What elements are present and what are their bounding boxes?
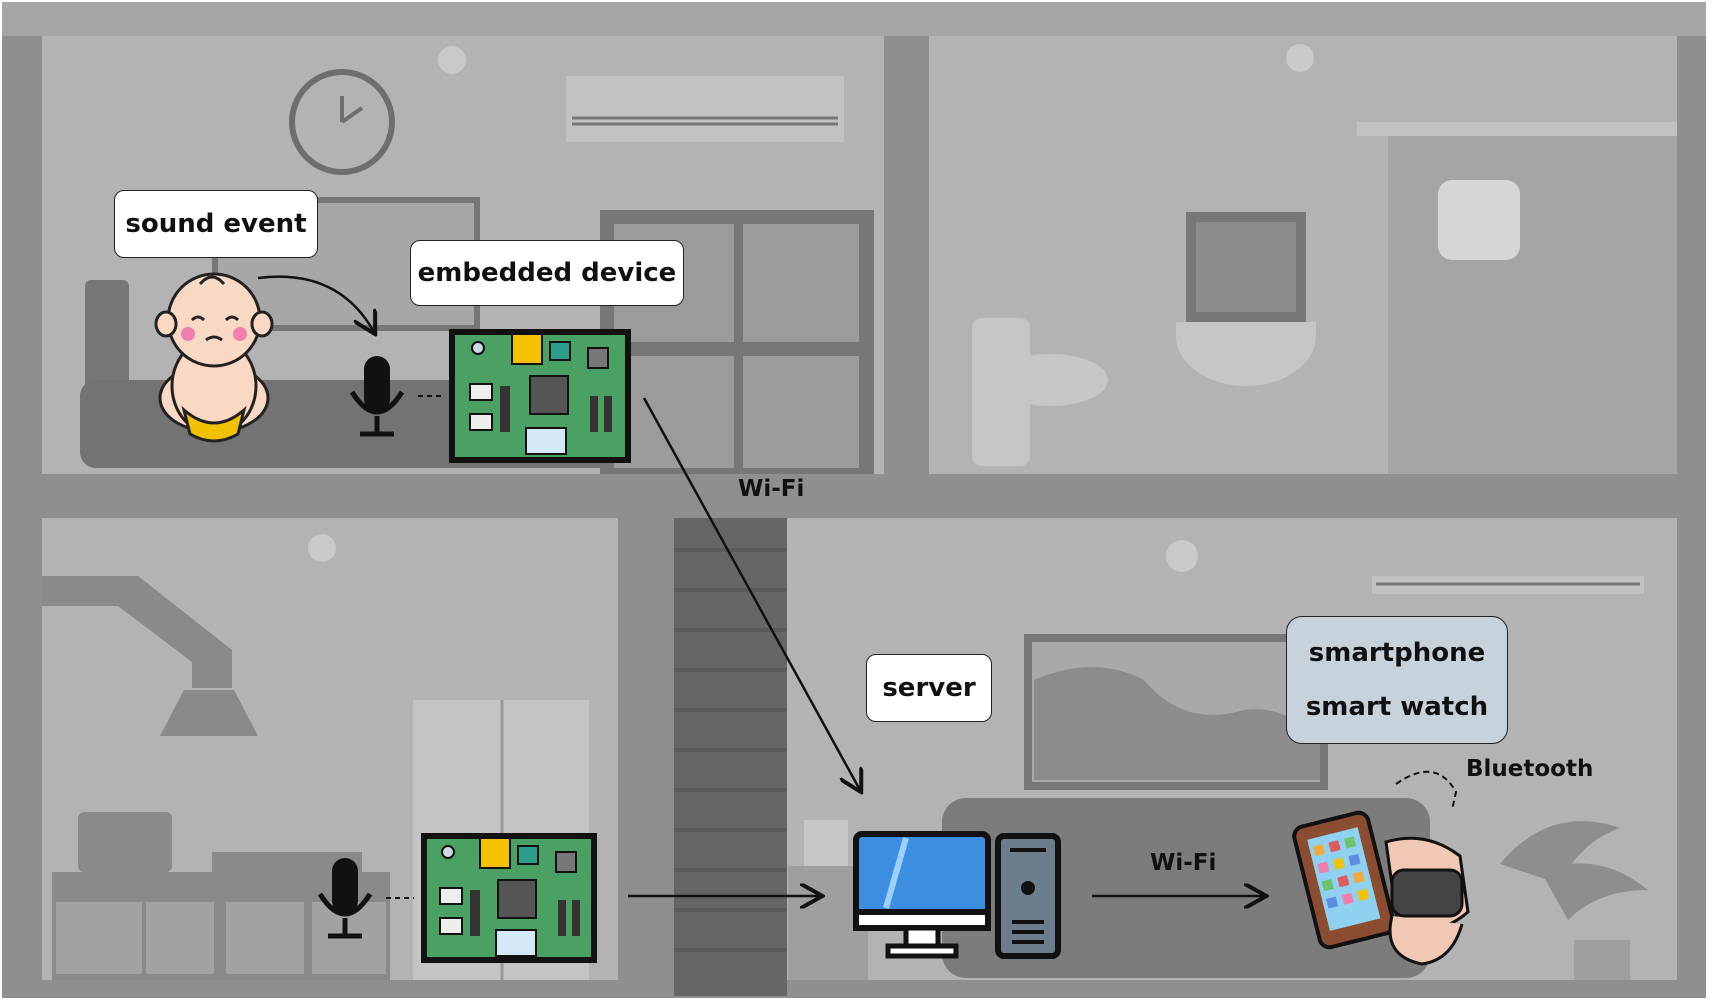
bluetooth-label: Bluetooth: [1466, 756, 1594, 782]
embedded-board-icon: [449, 329, 631, 463]
baby-icon: [154, 272, 274, 443]
server-label: server: [866, 654, 992, 722]
monitor-icon: [853, 831, 991, 959]
wifi-arrow-upstairs-to-server: [642, 397, 860, 790]
pc-tower-icon: [995, 833, 1061, 959]
sound-event-label: sound event: [114, 190, 318, 258]
microphone-icon: [317, 858, 373, 939]
microphone-icon: [349, 356, 405, 437]
wifi-label-upstairs: Wi-Fi: [738, 476, 805, 502]
wifi-label-living-room: Wi-Fi: [1150, 850, 1217, 876]
sound-event-arrow: [257, 275, 374, 332]
smartphone-text: smartphone: [1308, 638, 1486, 668]
smartphone-icon: [1292, 810, 1396, 950]
embedded-board-icon: [421, 833, 597, 963]
wall-clock-icon: [289, 69, 395, 175]
staircase: [674, 518, 787, 996]
bathroom-furniture: [972, 122, 1677, 474]
embedded-device-label: embedded device: [410, 240, 684, 306]
smart-watch-text: smart watch: [1305, 692, 1489, 722]
smart-watch-icon: [1384, 836, 1470, 966]
smartphone-smartwatch-label: smartphone smart watch: [1286, 616, 1508, 744]
bluetooth-signal-arc: [1395, 770, 1458, 811]
